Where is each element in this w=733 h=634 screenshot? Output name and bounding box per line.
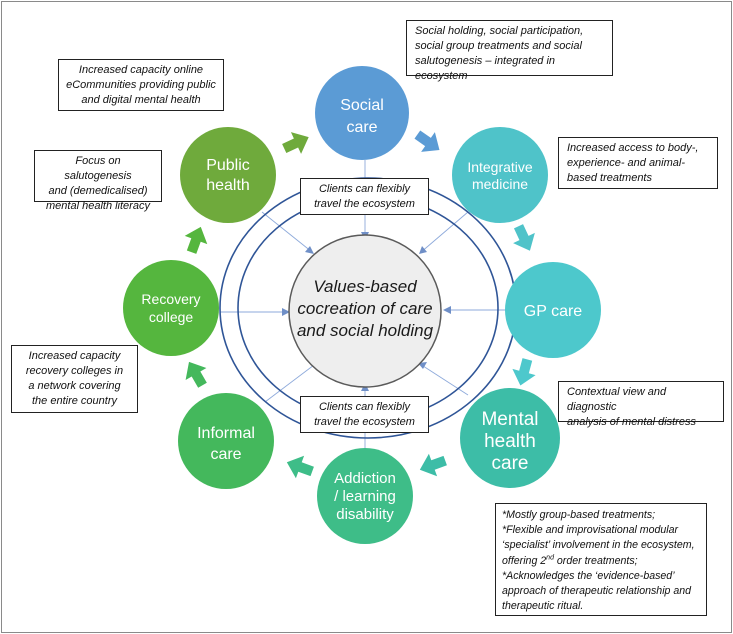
salutogenesis-note: Focus on salutogenesis and (demedicalise… — [34, 150, 162, 212]
recovery-note-line-2: recovery colleges in — [25, 365, 124, 377]
arrow-gp-to-mental — [512, 358, 536, 386]
social-care-label-1: Social — [340, 97, 384, 114]
contextual-note-line-1: Contextual view and diagnostic — [567, 386, 667, 413]
mh-bullet-2c-post: order treatments; — [553, 554, 638, 567]
gp-care-circle — [505, 262, 601, 358]
arrow-recovery-to-public — [184, 226, 208, 254]
gp-care-label: GP care — [524, 303, 583, 320]
contextual-note-line-2: analysis of mental distress — [567, 416, 696, 428]
social-holding-note: Social holding, social participation, so… — [406, 20, 613, 82]
center-line-3: and social holding — [297, 321, 434, 340]
mh-bullet-1: *Mostly group-based treatments; — [502, 509, 656, 521]
informal-care-label-2: care — [210, 446, 241, 463]
arrow-mental-to-addiction — [419, 453, 447, 477]
mental-health-care-label-2: health — [484, 431, 536, 452]
ecommunities-note-line-2: eCommunities providing public — [66, 79, 216, 91]
arrow-integrative-to-gp — [513, 224, 535, 251]
travel-note-bottom-line-2: travel the ecosystem — [314, 416, 415, 428]
salutogenesis-note-line-3: mental health literacy — [46, 200, 150, 212]
social-care-label-2: care — [346, 119, 377, 136]
ecommunities-note-line-3: and digital mental health — [81, 94, 201, 106]
recovery-college-label-1: Recovery — [141, 291, 200, 307]
recovery-colleges-note: Increased capacity recovery colleges in … — [11, 345, 138, 413]
informal-care-label-1: Informal — [197, 425, 255, 442]
ecommunities-note: Increased capacity online eCommunities p… — [58, 59, 224, 111]
body-note-line-2: experience- and animal- — [567, 157, 686, 169]
salutogenesis-note-line-2: and (demedicalised) — [48, 185, 148, 197]
public-health-circle — [180, 127, 276, 223]
arrow-addiction-to-informal — [286, 455, 314, 479]
flow-arrows — [184, 130, 536, 479]
social-note-line-1: Social holding, social participation, — [415, 25, 584, 37]
connector-lines — [220, 160, 515, 450]
arrow-informal-to-recovery — [185, 361, 207, 388]
social-note-line-3: salutogenesis – integrated in ecosystem — [415, 55, 556, 82]
recovery-college-circle — [123, 260, 219, 356]
mental-health-care-label-1: Mental — [481, 409, 538, 430]
mh-bullet-3c: therapeutic ritual. — [502, 600, 584, 613]
travel-note-top: Clients can flexibly travel the ecosyste… — [300, 178, 429, 215]
mh-bullet-2a: *Flexible and improvisational modular — [502, 524, 679, 537]
integrative-medicine-circle — [452, 127, 548, 223]
mh-bullet-2c-sup: nd — [546, 554, 554, 562]
travel-note-bottom: Clients can flexibly travel the ecosyste… — [300, 396, 429, 433]
mental-health-care-circle — [460, 388, 560, 488]
arrow-social-to-integrative — [414, 130, 440, 152]
travel-note-bottom-line-1: Clients can flexibly — [318, 401, 411, 413]
recovery-note-line-1: Increased capacity — [28, 350, 121, 362]
recovery-college-label-2: college — [149, 309, 194, 325]
social-note-line-2: social group treatments and social — [415, 40, 582, 52]
center-circle — [288, 234, 442, 388]
mh-bullet-2b: ‘specialist’ involvement in the ecosyste… — [502, 539, 695, 552]
salutogenesis-note-line-1: Focus on salutogenesis — [64, 155, 132, 182]
mh-bullet-3a: *Acknowledges the ‘evidence-based’ — [502, 569, 675, 582]
social-care-circle — [315, 66, 409, 160]
travel-note-top-line-2: travel the ecosystem — [314, 198, 415, 210]
mh-bullet-3b: approach of therapeutic relationship and — [502, 585, 692, 598]
public-health-label-1: Public — [206, 157, 250, 174]
body-treatments-note: Increased access to body-, experience- a… — [558, 137, 718, 189]
integrative-medicine-label-1: Integrative — [467, 159, 533, 175]
recovery-note-line-4: the entire country — [32, 395, 117, 407]
body-note-line-3: based treatments — [567, 172, 652, 184]
addiction-label-2: / learning — [334, 488, 396, 505]
contextual-view-note: Contextual view and diagnostic analysis … — [558, 381, 724, 428]
arrow-public-to-social — [282, 132, 309, 154]
travel-note-top-line-1: Clients can flexibly — [318, 183, 411, 195]
addiction-label-3: disability — [336, 506, 394, 523]
ecommunities-note-line-1: Increased capacity online — [78, 64, 204, 76]
body-note-line-1: Increased access to body-, — [567, 142, 699, 154]
mental-health-bullets-note: *Mostly group-based treatments; *Flexibl… — [495, 503, 707, 616]
addiction-label-1: Addiction — [334, 470, 396, 487]
public-health-label-2: health — [206, 177, 250, 194]
center-line-2: cocreation of care — [297, 299, 432, 318]
center-line-1: Values-based — [313, 277, 417, 296]
mh-bullet-2c: offering 2nd order treatments; — [502, 554, 700, 569]
integrative-medicine-label-2: medicine — [472, 176, 528, 192]
informal-care-circle — [178, 393, 274, 489]
recovery-note-line-3: a network covering — [28, 380, 121, 392]
mh-bullet-2c-pre: offering 2 — [502, 554, 547, 567]
addiction-circle — [317, 448, 413, 544]
mental-health-care-label-3: care — [492, 453, 529, 474]
